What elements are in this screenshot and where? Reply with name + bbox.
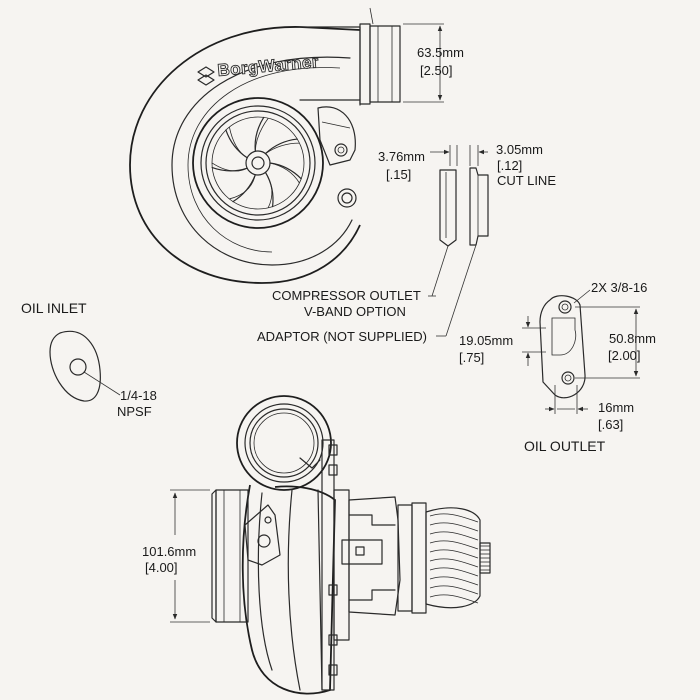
brand-name: BorgWarner bbox=[217, 52, 320, 80]
cut-line-mm: 3.05mm bbox=[496, 142, 543, 157]
blade bbox=[269, 162, 302, 180]
blade-edge bbox=[211, 162, 248, 172]
vband-width-in: [.15] bbox=[386, 167, 411, 182]
cut-line-in: [.12] bbox=[497, 158, 522, 173]
compressor-outlet-label-2: V-BAND OPTION bbox=[304, 304, 406, 319]
turbine-blade bbox=[429, 558, 479, 568]
oil-inlet-thread-2: NPSF bbox=[117, 404, 152, 419]
compressor-wheel-blades bbox=[211, 116, 302, 209]
turbine-blade bbox=[429, 522, 479, 532]
turbine-blade bbox=[429, 549, 479, 559]
blade-edge bbox=[265, 172, 273, 209]
compressor-inlet-dimension: 63.5mm [2.50] bbox=[403, 23, 464, 103]
oil-outlet-spacing-in: [.75] bbox=[459, 350, 484, 365]
bolt bbox=[328, 584, 338, 596]
oil-inlet-title: OIL INLET bbox=[21, 300, 87, 316]
blade bbox=[232, 174, 256, 203]
turbo-side-view bbox=[211, 395, 491, 695]
flange-bolts bbox=[328, 444, 338, 676]
compressor-outlet-label-1: COMPRESSOR OUTLET bbox=[272, 288, 421, 303]
oil-outlet-width-in: [.63] bbox=[598, 417, 623, 432]
turbine-inlet-mm: 101.6mm bbox=[142, 544, 196, 559]
blade-edge bbox=[265, 142, 300, 154]
bolt bbox=[328, 464, 338, 476]
compressor-housing-top-view: BorgWarner bbox=[129, 7, 401, 284]
oil-outlet-height-in: [2.00] bbox=[608, 348, 641, 363]
oil-outlet-spacing-mm: 19.05mm bbox=[459, 333, 513, 348]
blade bbox=[264, 138, 298, 155]
bolt bbox=[328, 634, 338, 646]
vband-adaptor-detail: 3.76mm [.15] 3.05mm [.12] CUT LINE COMPR… bbox=[257, 142, 556, 344]
bolt bbox=[328, 444, 338, 456]
turbine-blade bbox=[429, 594, 479, 604]
oil-inlet-detail: OIL INLET 1/4-18 NPSF bbox=[21, 300, 157, 419]
adaptor-label: ADAPTOR (NOT SUPPLIED) bbox=[257, 329, 427, 344]
turbine-wheel-blades bbox=[429, 513, 479, 604]
bolt bbox=[328, 664, 338, 676]
turbine-blade bbox=[429, 576, 479, 586]
oil-inlet-thread-1: 1/4-18 bbox=[120, 388, 157, 403]
turbine-blade bbox=[429, 585, 479, 595]
blade-edge bbox=[229, 174, 256, 200]
turbine-blade bbox=[429, 531, 479, 541]
oil-outlet-detail: 2X 3/8-16 50.8mm [2.00] 19.05mm [.75] 16… bbox=[459, 280, 656, 454]
turbine-blade bbox=[429, 540, 479, 550]
borgwarner-logo: BorgWarner bbox=[197, 52, 320, 86]
oil-outlet-height-mm: 50.8mm bbox=[609, 331, 656, 346]
oil-outlet-holes: 2X 3/8-16 bbox=[591, 280, 647, 295]
inducer-outer-ring bbox=[192, 97, 324, 229]
compressor-inlet-in: [2.50] bbox=[420, 63, 453, 78]
turbine-blade bbox=[429, 513, 479, 523]
turbine-blade bbox=[429, 567, 479, 577]
blade bbox=[225, 129, 248, 159]
turbine-inlet-in: [4.00] bbox=[145, 560, 178, 575]
oil-outlet-width-mm: 16mm bbox=[598, 400, 634, 415]
blade-edge bbox=[269, 162, 300, 184]
compressor-inlet-mm: 63.5mm bbox=[417, 45, 464, 60]
blade-edge bbox=[228, 126, 248, 159]
blade-edge bbox=[254, 117, 269, 152]
turbine-inlet-dimension: 101.6mm [4.00] bbox=[142, 489, 210, 623]
oil-outlet-title: OIL OUTLET bbox=[524, 438, 606, 454]
cut-line-label: CUT LINE bbox=[497, 173, 556, 188]
vband-width-mm: 3.76mm bbox=[378, 149, 425, 164]
